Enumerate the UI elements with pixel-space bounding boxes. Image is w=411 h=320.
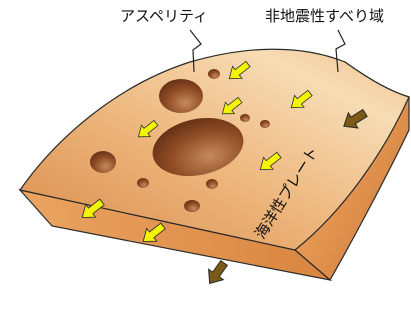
asperity [184, 200, 200, 212]
asperity [90, 151, 116, 173]
slip-arrow-icon [221, 96, 243, 115]
asperity-leader-line [189, 29, 202, 73]
slip-arrow-icon [228, 60, 251, 80]
slip-arrows [81, 60, 313, 242]
asperity [240, 114, 250, 122]
asperities [90, 69, 270, 212]
non-seismic-slip-zone-label: 非地震性すべり域 [265, 7, 384, 25]
slip-arrow-icon [259, 151, 282, 171]
plate-motion-arrow-icon [208, 260, 228, 285]
slip-zone-leader-line [335, 29, 346, 73]
asperity [152, 117, 244, 177]
asperity-label: アスペリティ [120, 7, 208, 25]
plate-motion-arrows [208, 108, 368, 285]
slip-arrow-icon [142, 222, 166, 242]
slip-arrow-icon [290, 89, 313, 109]
asperity [137, 178, 149, 188]
plate-motion-arrow-icon [343, 108, 368, 129]
slip-arrow-icon [137, 119, 159, 138]
asperity [206, 179, 218, 189]
asperity [159, 79, 203, 113]
slip-arrow-icon [81, 198, 105, 218]
leader-lines [189, 29, 346, 73]
asperity [208, 69, 220, 79]
asperity [260, 120, 270, 128]
